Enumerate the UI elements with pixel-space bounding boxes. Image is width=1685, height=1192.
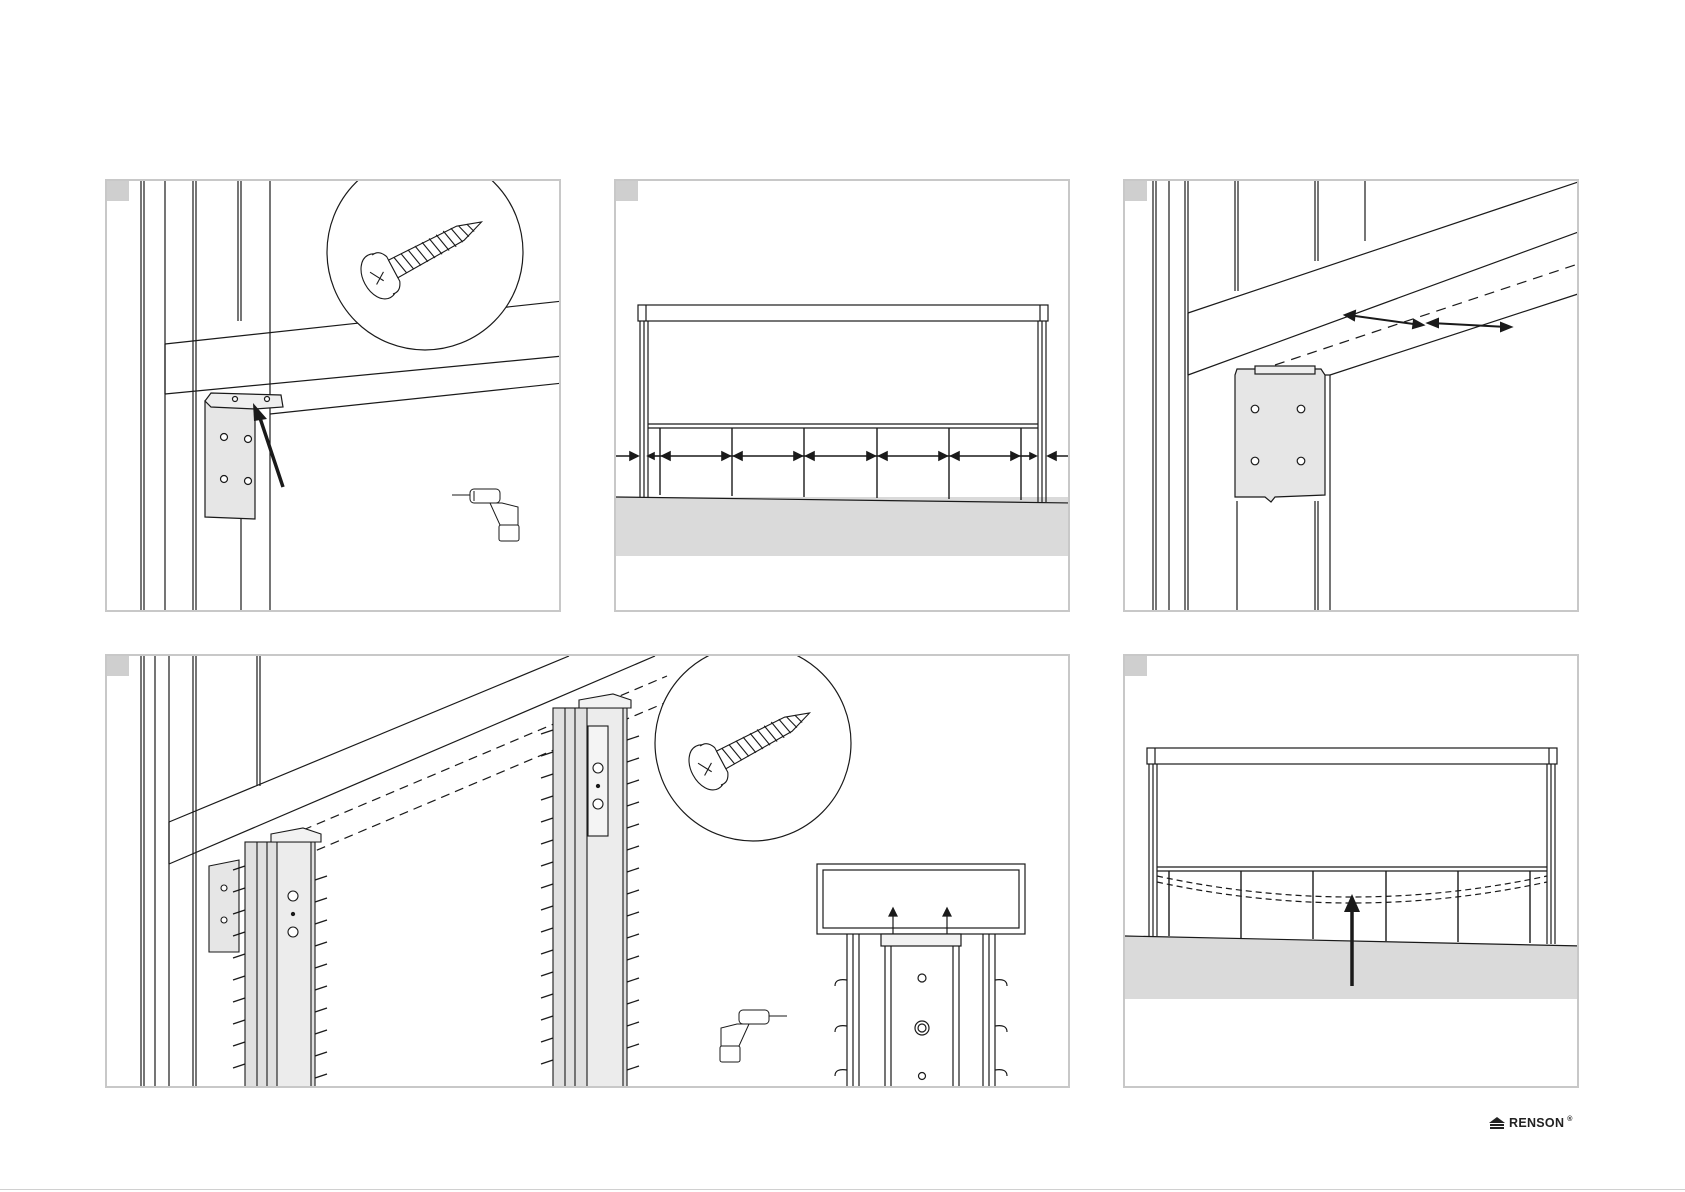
step-3-drawing bbox=[1125, 181, 1579, 612]
arrow-icon bbox=[253, 403, 283, 487]
step-5-drawing bbox=[1125, 656, 1579, 1088]
drill-icon bbox=[720, 1010, 787, 1062]
brand-registered-mark: ® bbox=[1567, 1116, 1572, 1123]
drill-icon bbox=[452, 489, 519, 541]
corner-bracket bbox=[209, 860, 239, 952]
panel-step-4 bbox=[105, 654, 1070, 1088]
renson-logo-icon bbox=[1488, 1116, 1506, 1130]
panel-step-3 bbox=[1123, 179, 1579, 612]
step-4-drawing bbox=[107, 656, 1070, 1088]
screen-cords bbox=[660, 428, 1021, 500]
step-2-drawing bbox=[616, 181, 1070, 612]
step-1-drawing bbox=[107, 181, 561, 612]
panel-step-5 bbox=[1123, 654, 1579, 1088]
detail-inset bbox=[817, 864, 1025, 1088]
page-bottom-rule bbox=[0, 1189, 1685, 1190]
brand-logo: RENSON ® bbox=[1488, 1114, 1573, 1132]
corner-bracket bbox=[1235, 366, 1325, 502]
panel-step-1 bbox=[105, 179, 561, 612]
guide-post bbox=[553, 694, 631, 1088]
brand-name: RENSON bbox=[1509, 1116, 1564, 1130]
guide-post bbox=[245, 828, 321, 1088]
panel-step-2 bbox=[614, 179, 1070, 612]
double-arrow-icon bbox=[616, 452, 1070, 460]
